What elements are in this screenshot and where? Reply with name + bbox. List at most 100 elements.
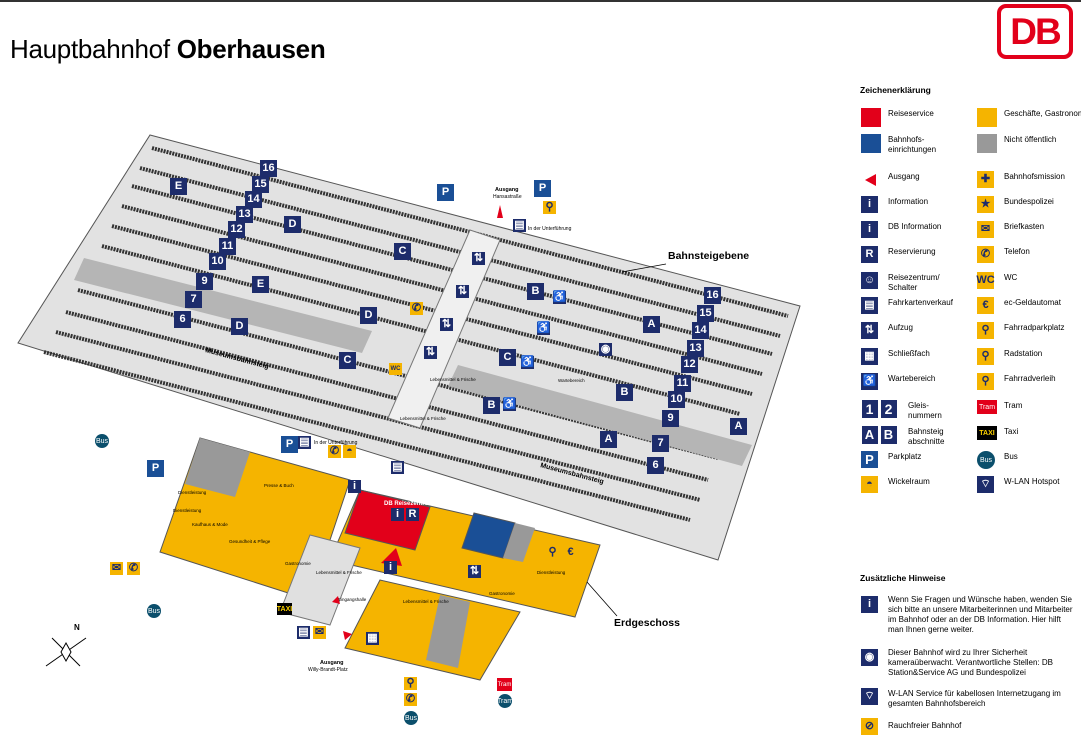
legend-label: Parkplatz bbox=[888, 452, 922, 461]
track-number-left-11: 11 bbox=[219, 238, 236, 255]
note-camera-icon: ◉ bbox=[861, 649, 878, 666]
parking-icon-north-2: P bbox=[534, 180, 551, 197]
legend-grey-square-icon bbox=[977, 134, 997, 153]
bike-station-icon: ⚲ bbox=[404, 677, 417, 690]
platform-deck bbox=[17, 134, 801, 561]
track-number-right-13: 13 bbox=[687, 340, 704, 357]
legend-bike-rental-icon: ⚲ bbox=[977, 373, 994, 390]
platform-section-c-6: C bbox=[339, 352, 356, 369]
legend-bike-station-icon: ⚲ bbox=[977, 348, 994, 365]
title-prefix: Hauptbahnhof bbox=[10, 34, 170, 64]
exit-north-title: Ausgang bbox=[495, 187, 519, 193]
legend-parking-icon: P bbox=[861, 451, 878, 468]
track-number-left-9: 9 bbox=[196, 273, 213, 290]
info-icon-1: i bbox=[348, 480, 361, 493]
legend-label: Bahnsteig abschnitte bbox=[908, 427, 945, 446]
tram-icon: Tram bbox=[497, 678, 512, 691]
track-number-right-7: 7 bbox=[652, 435, 669, 452]
ground-floor-south-grey bbox=[426, 595, 470, 668]
track-number-right-15: 15 bbox=[697, 305, 714, 322]
legend-info-icon: i bbox=[861, 196, 878, 213]
room-health: Gesundheit & Pflege bbox=[229, 539, 271, 544]
legend-label: Wickelraum bbox=[888, 477, 930, 486]
legend-label: Fahrradparkplatz bbox=[1004, 323, 1065, 332]
phone-icon-2: ✆ bbox=[127, 562, 140, 575]
level-label-ground: Erdgeschoss bbox=[614, 617, 680, 629]
legend-label: Bahnhofs- einrichtungen bbox=[888, 135, 937, 154]
parking-icon-north-1: P bbox=[437, 184, 454, 201]
legend-wc-icon: WC bbox=[976, 272, 995, 289]
elevator-icon-5: ⇅ bbox=[468, 565, 481, 578]
phone-icon-1: ✆ bbox=[410, 302, 423, 315]
room-food-3: Lebensmittel & Frische bbox=[430, 377, 476, 382]
legend-label: Schließfach bbox=[888, 349, 930, 358]
exit-west-arrow-icon bbox=[332, 596, 340, 604]
note-camera: Dieser Bahnhof wird zu Ihrer Sicherheit … bbox=[888, 648, 1053, 677]
db-logo-text: DB bbox=[1010, 11, 1061, 52]
bike-parking-icon: ⚲ bbox=[543, 201, 556, 214]
platform-section-d-3: D bbox=[231, 318, 248, 335]
legend-label: Reservierung bbox=[888, 247, 936, 256]
legend-label: Nicht öffentlich bbox=[1004, 135, 1057, 144]
mailbox-icon: ✉ bbox=[110, 562, 123, 575]
legend-taxi-icon: TAXI bbox=[977, 426, 997, 440]
taxi-icon: TAXI bbox=[277, 603, 292, 615]
compass-rose-icon: N bbox=[45, 623, 87, 667]
track-number-right-14: 14 bbox=[692, 322, 709, 339]
waiting-area-icon-2: ♿ bbox=[536, 322, 551, 335]
legend-label: Bus bbox=[1004, 452, 1018, 461]
track-number-right-11: 11 bbox=[674, 375, 691, 392]
legend-section-sample-b: B bbox=[880, 425, 897, 444]
legend-police-icon: ★ bbox=[977, 196, 994, 213]
track-number-right-16: 16 bbox=[704, 287, 721, 304]
legend-reservation-icon: R bbox=[861, 246, 878, 263]
legend-db-info-icon: i bbox=[861, 221, 878, 238]
platform-section-d-2: D bbox=[284, 216, 301, 233]
legend-label: Ausgang bbox=[888, 172, 920, 181]
legend-label: Fahrradverleih bbox=[1004, 374, 1056, 383]
track-line bbox=[121, 204, 763, 376]
note-info-icon: i bbox=[861, 596, 878, 613]
notes-heading: Zusätzliche Hinweise bbox=[860, 573, 946, 583]
ticket-machine-icon-2: ▤ bbox=[391, 461, 404, 474]
legend-red-square-icon bbox=[861, 108, 881, 127]
platform-leader-line bbox=[621, 263, 667, 273]
platform-section-a-12: A bbox=[730, 418, 747, 435]
note-wifi-icon: ⌔ bbox=[861, 688, 878, 705]
waiting-area-icon-1: ♿ bbox=[552, 291, 567, 304]
legend-blue-square-icon bbox=[861, 134, 881, 153]
track-number-left-10: 10 bbox=[209, 253, 226, 270]
baby-change-icon: ◓ bbox=[343, 445, 356, 458]
track-number-right-6: 6 bbox=[647, 457, 664, 474]
elevator-icon-3: ⇅ bbox=[424, 346, 437, 359]
legend-waiting-area-icon: ♿ bbox=[861, 373, 878, 390]
ticket-machine-icon-3: ▤ bbox=[297, 626, 310, 639]
elevator-icon-2: ⇅ bbox=[440, 318, 453, 331]
legend-label: Fahrkartenverkauf bbox=[888, 298, 953, 307]
room-food: Lebensmittel & Frische bbox=[316, 570, 362, 575]
legend-bike-parking-icon: ⚲ bbox=[977, 322, 994, 339]
track-number-left-6: 6 bbox=[174, 311, 191, 328]
legend-locker-icon: ▦ bbox=[861, 348, 878, 365]
elevator-icon-4: ⇅ bbox=[472, 252, 485, 265]
room-services-2: Dienstleistung bbox=[173, 508, 202, 513]
platform-section-e-1: E bbox=[252, 276, 269, 293]
exit-south-street: Willy-Brandt-Platz bbox=[308, 667, 348, 673]
ground-leader-line bbox=[586, 581, 618, 617]
locker-icon: ▦ bbox=[366, 632, 379, 645]
track-number-left-12: 12 bbox=[228, 221, 245, 238]
legend-wifi-icon: ⌔ bbox=[977, 476, 994, 493]
legend-label: Taxi bbox=[1004, 427, 1019, 436]
exit-north-street: Hansastraße bbox=[493, 194, 522, 200]
legend-yellow-square-icon bbox=[977, 108, 997, 127]
platform-section-e-0: E bbox=[170, 178, 187, 195]
ticket-machine-icon-4: ▤ bbox=[298, 436, 311, 449]
track-number-right-10: 10 bbox=[668, 391, 685, 408]
legend-travel-center-icon: ☺ bbox=[861, 272, 878, 289]
platform-section-b-10: B bbox=[483, 397, 500, 414]
room-travel-center: DB Reisezentrum bbox=[384, 501, 434, 507]
room-press: Presse & Buch bbox=[264, 483, 294, 488]
room-waiting: Wartebereich bbox=[558, 378, 585, 383]
track-line bbox=[131, 184, 773, 356]
